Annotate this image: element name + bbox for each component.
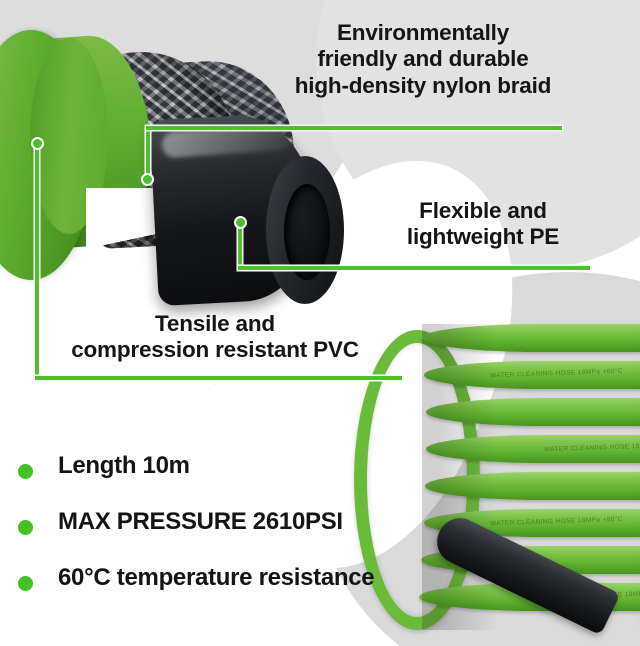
spec-list: Length 10m MAX PRESSURE 2610PSI 60°C tem… — [18, 450, 488, 618]
coil-band — [422, 324, 640, 352]
callout-line-1: Environmentally — [336, 20, 510, 45]
bullet-dot-icon — [18, 576, 33, 591]
callout-dot-nylon — [141, 173, 154, 186]
callout-dot-pe — [234, 216, 247, 229]
callout-label-flexible-pe: Flexible and lightweight PE — [388, 198, 578, 251]
coil-band — [426, 398, 640, 426]
spec-label-length: Length 10m — [58, 452, 190, 479]
spec-item-length: Length 10m — [18, 450, 488, 506]
spec-label-temperature: 60°C temperature resistance — [58, 564, 375, 591]
spec-item-pressure: MAX PRESSURE 2610PSI — [18, 506, 488, 562]
coil-band: WATER CLEANING HOSE 18MPa +60°C — [424, 361, 640, 389]
coil-band: WATER CLEANING HOSE 18MPa +60°C — [426, 435, 640, 463]
coil-imprint-text: WATER CLEANING HOSE 18MPa +60°C — [489, 367, 624, 380]
callout-label-nylon-braid: Environmentally friendly and durable hig… — [268, 20, 578, 99]
spec-item-temperature: 60°C temperature resistance — [18, 562, 488, 618]
coil-band — [425, 472, 640, 500]
callout-line-1: Flexible and — [419, 198, 547, 223]
callout-label-tensile-pvc: Tensile and compression resistant PVC — [30, 311, 400, 364]
callout-leader-vertical-pvc — [35, 146, 39, 378]
inner-pe-tube-bore — [284, 184, 330, 280]
outer-pvc-jacket-face — [30, 38, 108, 234]
callout-leader-horizontal-nylon — [146, 126, 562, 130]
coil-imprint-text: WATER CLEANING HOSE 18MPa +60°C — [543, 442, 640, 454]
bullet-dot-icon — [18, 520, 33, 535]
bullet-dot-icon — [18, 464, 33, 479]
callout-dot-pvc — [31, 137, 44, 150]
callout-line-2: lightweight PE — [406, 224, 560, 250]
callout-line-3: high-density nylon braid — [294, 72, 552, 98]
callout-leader-vertical-pe — [238, 224, 242, 270]
callout-leader-horizontal-pe — [238, 266, 590, 270]
callout-line-2: friendly and durable — [317, 46, 529, 72]
callout-line-1: Tensile and — [155, 311, 275, 336]
callout-line-2: compression resistant PVC — [71, 337, 359, 363]
spec-label-pressure: MAX PRESSURE 2610PSI — [58, 508, 343, 535]
coil-imprint-text: WATER CLEANING HOSE 18MPa +60°C — [489, 515, 624, 528]
coil-stack: WATER CLEANING HOSE 18MPa +60°C WATER CLE… — [419, 324, 640, 630]
callout-leader-horizontal-pvc — [35, 376, 402, 380]
callout-leader-vertical-nylon — [146, 128, 150, 180]
